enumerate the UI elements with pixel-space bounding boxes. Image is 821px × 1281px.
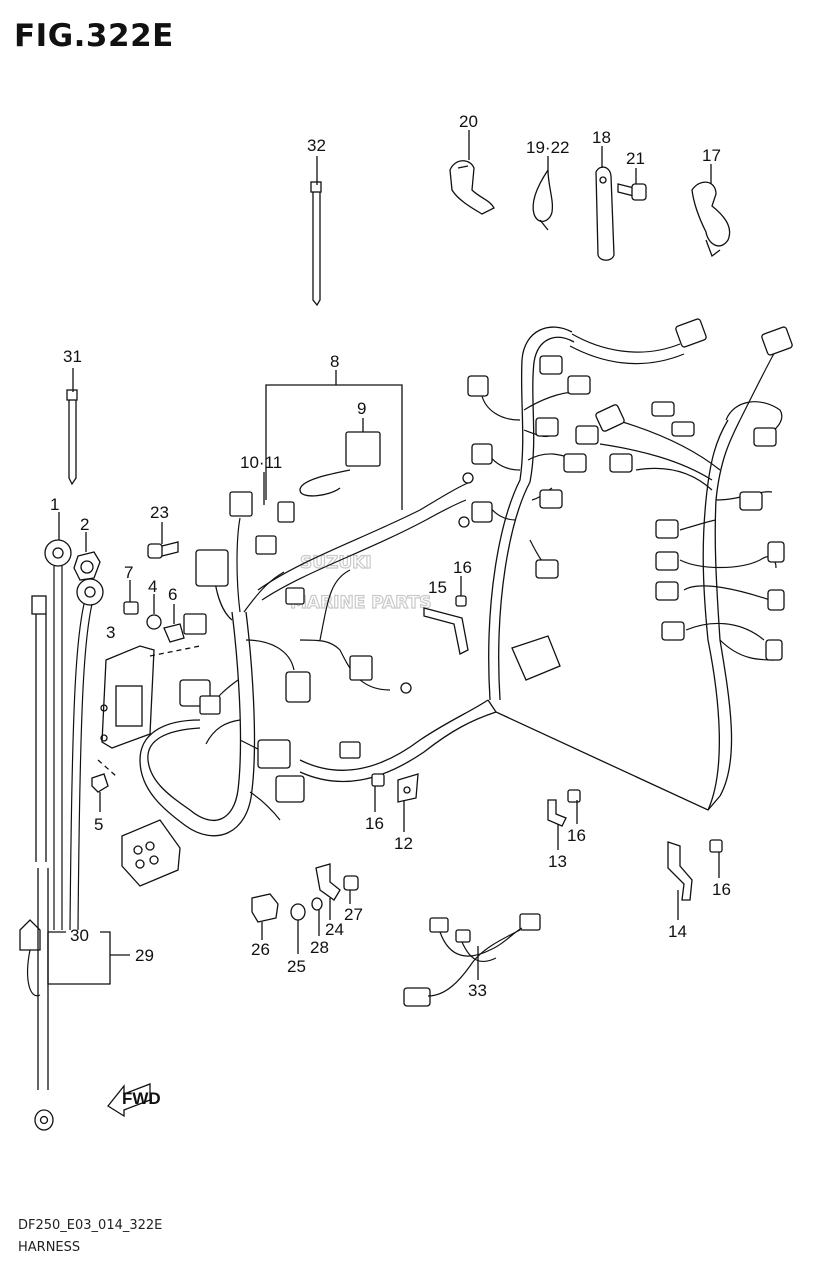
callout-19-22: 19·22 [526, 138, 569, 157]
callout-15: 15 [428, 578, 447, 597]
nut-28 [311, 897, 323, 911]
watermark-subtitle: MARINE PARTS [290, 593, 431, 613]
grommet-6 [163, 623, 185, 643]
bolt-7 [123, 601, 139, 615]
bolt-21 [617, 183, 647, 201]
mounting-plate-3 [97, 645, 201, 777]
model-code: DF250_E03_014_322E [18, 1218, 163, 1233]
watermark-brand: SUZUKI [300, 553, 372, 573]
callout-2: 2 [80, 515, 89, 534]
callout-33: 33 [468, 981, 487, 1000]
battery-cable-2 [69, 578, 104, 931]
bracket-14 [667, 841, 693, 901]
clip-19-22 [532, 169, 554, 231]
callout-14: 14 [668, 922, 687, 941]
callout-21: 21 [626, 149, 645, 168]
clamp-17 [691, 181, 731, 258]
cap-26 [251, 893, 279, 923]
callout-23: 23 [150, 503, 169, 522]
callout-29: 29 [135, 946, 154, 965]
callout-28: 28 [310, 938, 329, 957]
callout-8: 8 [330, 352, 339, 371]
cable-tie-short [66, 389, 78, 486]
callout-32: 32 [307, 136, 326, 155]
bracket-15 [423, 607, 469, 655]
callout-3: 3 [106, 623, 115, 642]
callout-16-d: 16 [712, 880, 731, 899]
grommet-5 [91, 773, 109, 793]
collar-25 [290, 903, 306, 921]
figure-title: FIG.322E [14, 18, 174, 54]
main-wire-harness [139, 326, 783, 837]
fwd-label: FWD [122, 1089, 161, 1108]
callout-10-11: 10·11 [240, 453, 282, 472]
battery-cable-1 [44, 539, 72, 930]
watermark: SUZUKI MARINE PARTS [289, 552, 432, 613]
callout-30: 30 [70, 926, 89, 945]
leader-lines [47, 130, 720, 985]
strap-18 [595, 166, 615, 261]
bolt-27 [343, 875, 359, 891]
callout-labels: 1 2 3 4 5 6 7 8 9 10·11 12 13 14 15 16 1… [50, 112, 731, 1000]
bracket-12 [397, 773, 419, 803]
callout-13: 13 [548, 852, 567, 871]
callout-5: 5 [94, 815, 103, 834]
cable-tie-long [310, 181, 322, 307]
bracket-24 [315, 863, 341, 901]
callout-7: 7 [124, 563, 133, 582]
section-name: HARNESS [18, 1240, 81, 1255]
collar-4 [146, 614, 162, 630]
callout-24: 24 [325, 920, 344, 939]
callout-20: 20 [459, 112, 478, 131]
callout-1: 1 [50, 495, 59, 514]
callout-16-a: 16 [453, 558, 472, 577]
callout-17: 17 [702, 146, 721, 165]
callout-31: 31 [63, 347, 82, 366]
callout-16-b: 16 [365, 814, 384, 833]
harness-connectors [121, 318, 793, 887]
callout-18: 18 [592, 128, 611, 147]
callout-6: 6 [168, 585, 177, 604]
bracket-13 [547, 799, 567, 827]
callout-16-c: 16 [567, 826, 586, 845]
protective-sleeve [19, 595, 54, 1131]
callout-12: 12 [394, 834, 413, 853]
clamp-20 [449, 160, 495, 215]
sub-harness-33 [403, 913, 541, 1007]
bolt-23 [147, 541, 179, 559]
callout-26: 26 [251, 940, 270, 959]
callout-9: 9 [357, 399, 366, 418]
fwd-arrow-icon: FWD [107, 1083, 161, 1118]
callout-27: 27 [344, 905, 363, 924]
nut-2 [73, 551, 101, 581]
callout-4: 4 [148, 577, 157, 596]
callout-25: 25 [287, 957, 306, 976]
